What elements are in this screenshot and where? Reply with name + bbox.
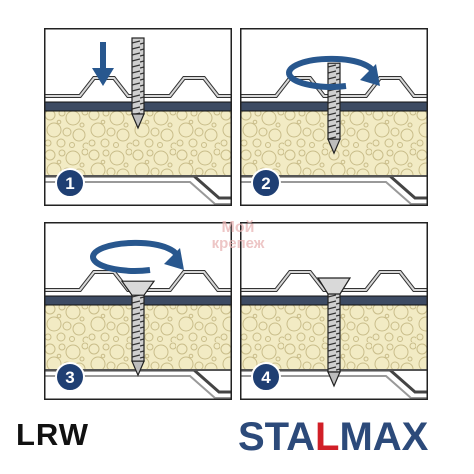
panel-border — [240, 222, 428, 400]
screw-2 — [327, 62, 341, 155]
watermark-line2: крепеж — [212, 235, 265, 252]
watermark-line1: Мой — [222, 219, 255, 236]
panel-border — [44, 28, 232, 206]
step-panel-2: 2 — [240, 28, 428, 206]
rotation-arrow-icon — [286, 55, 380, 90]
step-number: 3 — [65, 368, 74, 387]
step-badge-3: 3 — [55, 362, 85, 392]
model-code: LRW — [16, 417, 90, 452]
down-arrow-icon — [92, 42, 114, 86]
brand-prefix: STA — [238, 415, 315, 458]
brand-suffix: MAX — [339, 415, 428, 458]
step-badge-2: 2 — [251, 168, 281, 198]
watermark: Мой крепеж — [212, 219, 265, 252]
brand-l-letter: L — [315, 415, 339, 458]
step-panel-3: 3 — [44, 222, 232, 400]
screw-1 — [131, 37, 145, 130]
step-number: 1 — [65, 174, 74, 193]
rotation-arrow-icon — [90, 239, 184, 274]
step-badge-4: 4 — [251, 362, 281, 392]
step-panel-4: 4 — [240, 222, 428, 400]
step-badge-1: 1 — [55, 168, 85, 198]
step-number: 2 — [261, 174, 270, 193]
svg-text:STALMAX: STALMAX — [238, 415, 429, 458]
panel-border — [44, 222, 232, 400]
step-number: 4 — [261, 368, 271, 387]
brand-logo: STALMAX — [238, 415, 429, 458]
screw-3 — [120, 280, 156, 377]
screw-4 — [316, 277, 352, 388]
step-panel-1: 1 — [44, 28, 232, 206]
panel-border — [240, 28, 428, 206]
